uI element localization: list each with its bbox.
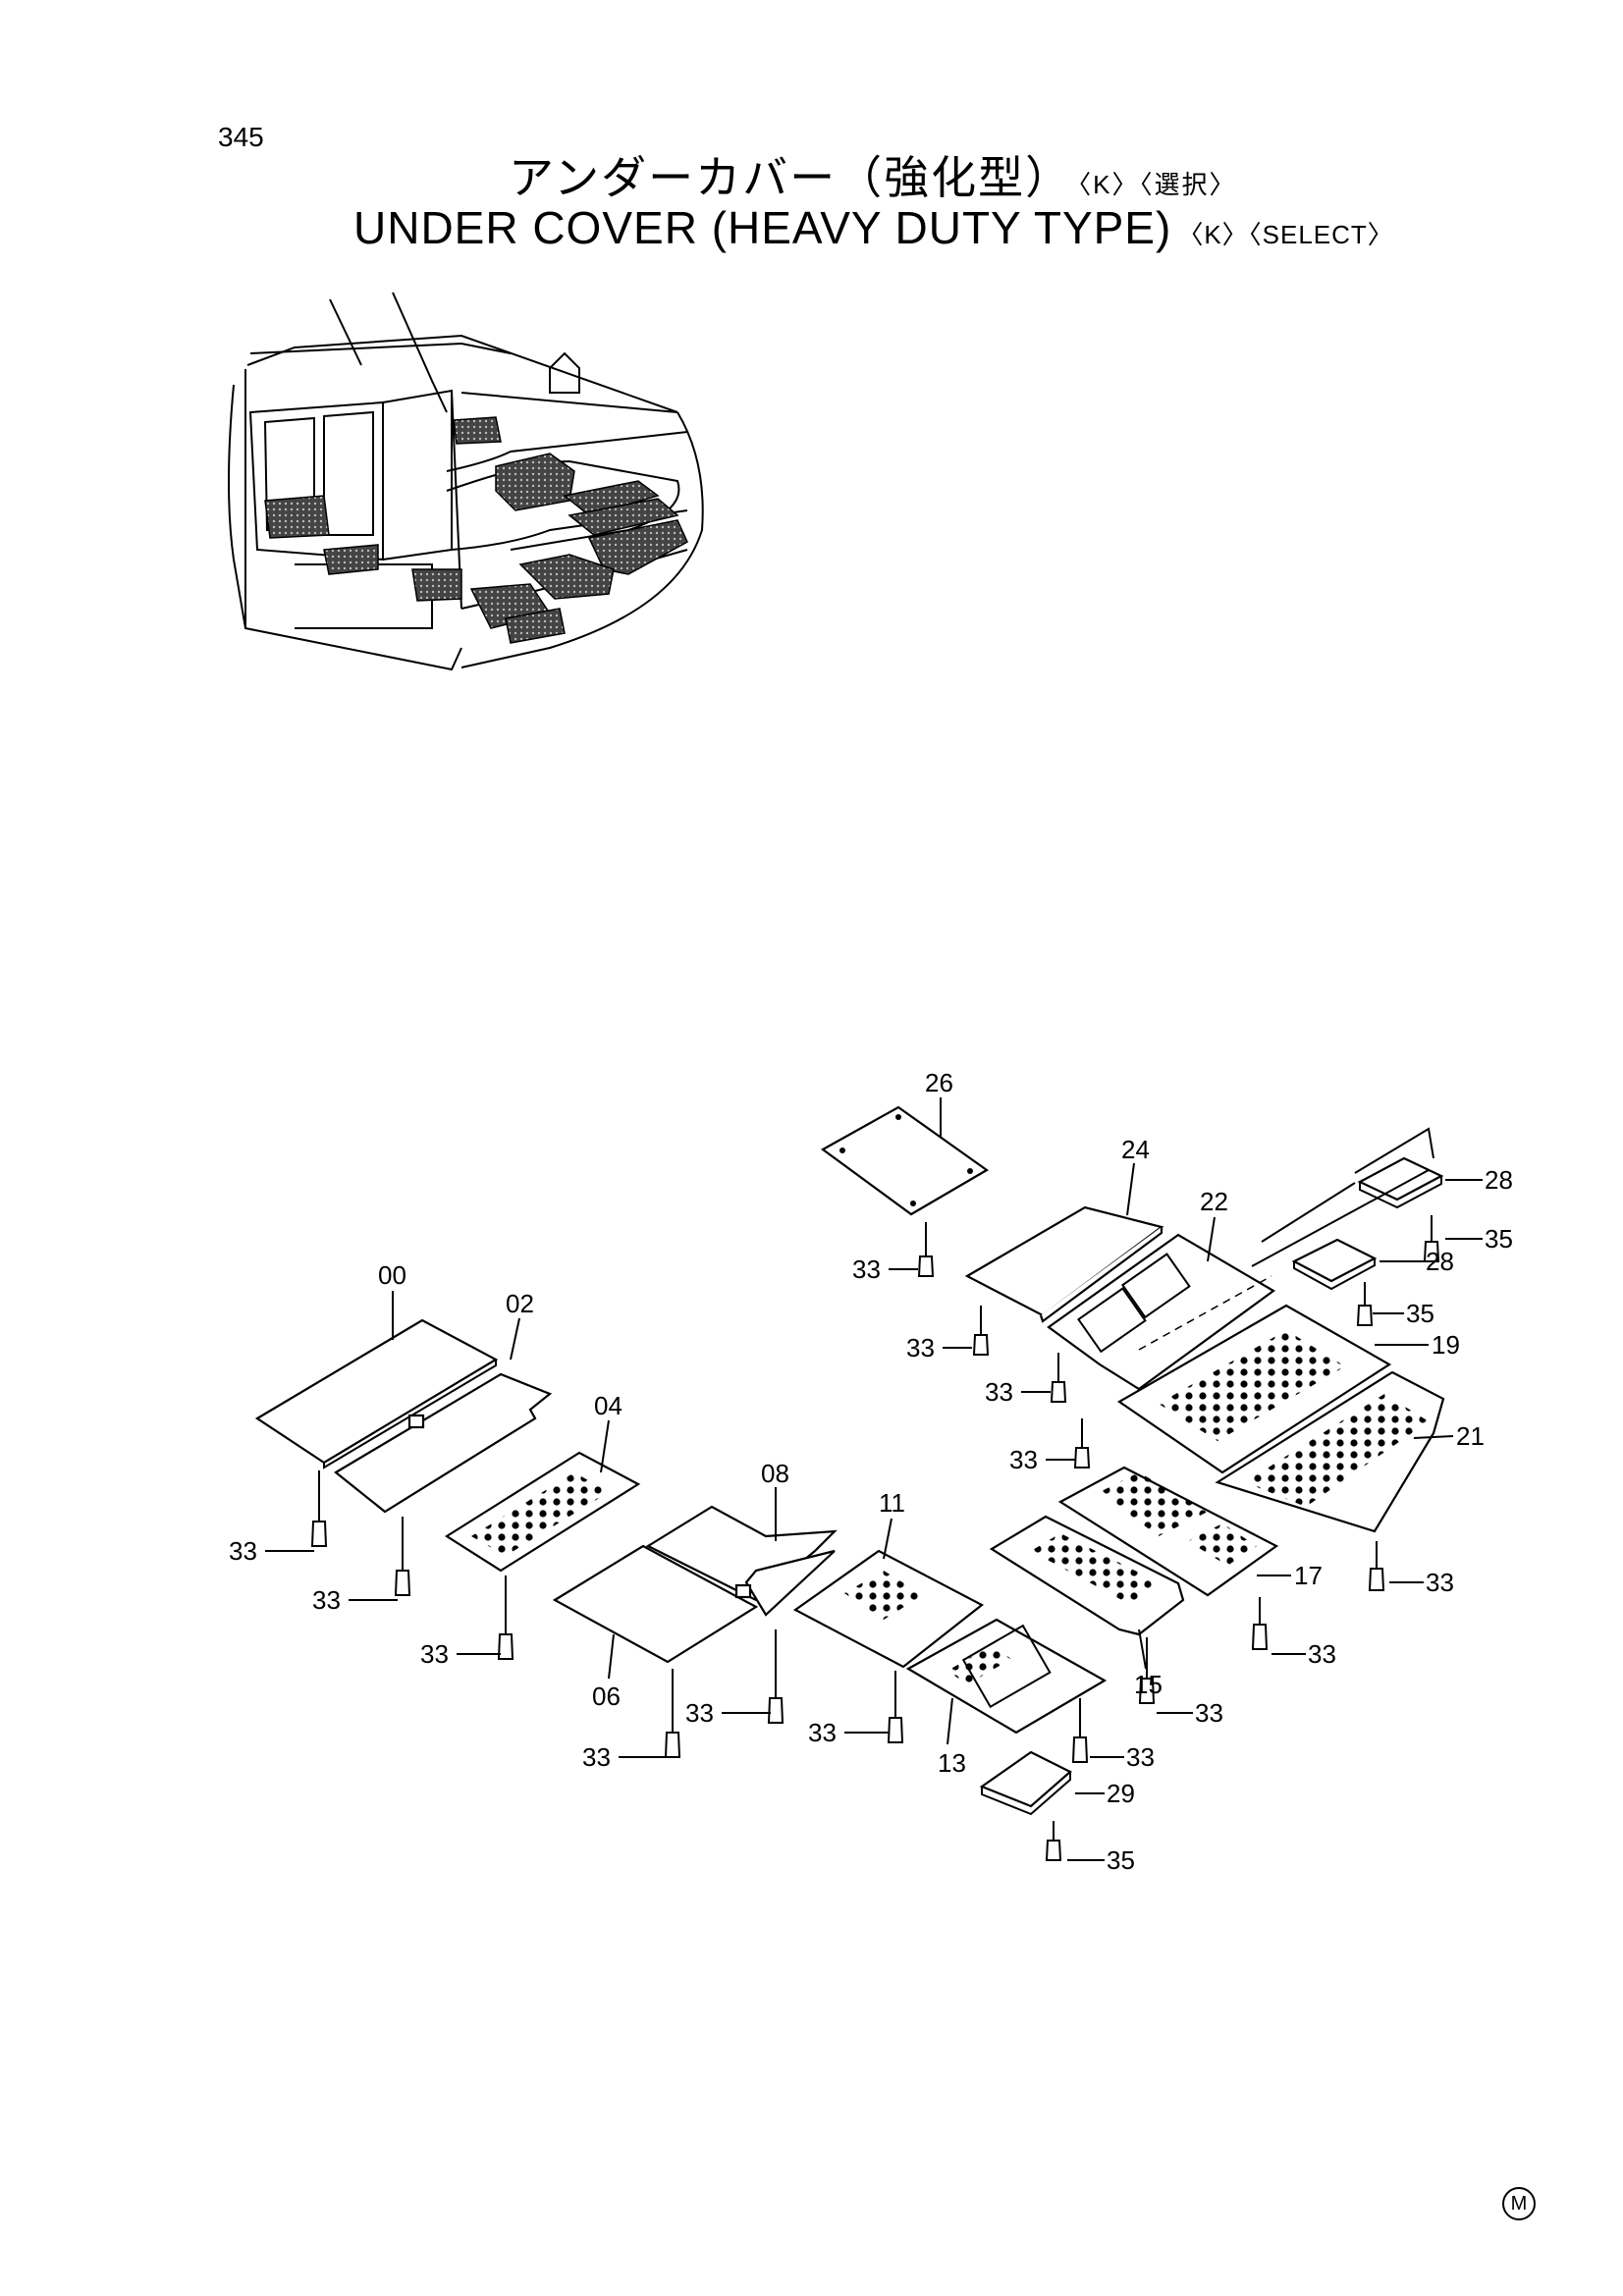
label-35-a: 35 (1485, 1224, 1513, 1254)
label-02: 02 (506, 1289, 534, 1318)
bolts (310, 1215, 1440, 1861)
title-english-tags: 〈K〉〈SELECT〉 (1177, 220, 1394, 249)
label-33-c: 33 (985, 1377, 1013, 1407)
bolt-icon (972, 1306, 990, 1356)
leader-22-28 (1251, 1169, 1430, 1267)
label-22: 22 (1200, 1187, 1228, 1216)
bolt-icon (394, 1517, 411, 1596)
label-33-k: 33 (420, 1639, 449, 1669)
part-02-cover (334, 1372, 553, 1514)
label-33-b: 33 (906, 1333, 935, 1362)
label-33-i: 33 (229, 1536, 257, 1566)
bolt-icon (1368, 1541, 1385, 1591)
label-06: 06 (592, 1682, 621, 1711)
title-english-text: UNDER COVER (HEAVY DUTY TYPE) (353, 202, 1172, 253)
label-11: 11 (879, 1488, 905, 1518)
leader-22-28b (1261, 1182, 1356, 1243)
bolt-icon (1073, 1418, 1091, 1468)
part-29-bracket (979, 1750, 1072, 1816)
label-19: 19 (1432, 1330, 1460, 1360)
label-00: 00 (378, 1260, 406, 1290)
label-13: 13 (938, 1748, 966, 1778)
label-21: 21 (1456, 1421, 1485, 1451)
part-21-perforated-cover (1215, 1370, 1445, 1533)
label-26: 26 (925, 1068, 953, 1097)
part-06-cover (552, 1544, 759, 1664)
label-33-m: 33 (685, 1698, 714, 1728)
label-04: 04 (594, 1391, 622, 1420)
bolt-icon (1356, 1282, 1374, 1326)
bolt-icon (887, 1671, 904, 1743)
label-33-l: 33 (582, 1742, 611, 1772)
part-08-cover (645, 1505, 838, 1617)
corner-mark: M (1502, 2187, 1536, 2220)
part-labels: 26 24 22 00 02 04 08 11 06 13 15 17 19 2… (229, 1068, 1513, 1875)
bolt-icon (1423, 1215, 1440, 1262)
page-number: 345 (218, 122, 264, 152)
part-24-cover (964, 1205, 1164, 1323)
label-33-e: 33 (1426, 1568, 1454, 1597)
page-title-english: UNDER COVER (HEAVY DUTY TYPE)〈K〉〈SELECT〉 (353, 201, 1394, 254)
part-04-perforated-cover (444, 1451, 641, 1573)
label-08: 08 (761, 1459, 789, 1488)
label-35-c: 35 (1107, 1845, 1135, 1875)
label-33-a: 33 (852, 1255, 881, 1284)
label-28-lower: 28 (1426, 1247, 1454, 1276)
title-japanese-text: アンダーカバー（強化型） (509, 152, 1073, 203)
bolt-icon (1138, 1637, 1156, 1704)
part-28-bracket-upper (1354, 1127, 1444, 1209)
label-33-n: 33 (808, 1718, 837, 1747)
bolt-icon (1071, 1698, 1089, 1763)
label-33-f: 33 (1308, 1639, 1336, 1669)
title-japanese-tags: 〈K〉〈選択〉 (1078, 170, 1237, 199)
bolt-icon (664, 1669, 681, 1758)
label-28-upper: 28 (1485, 1165, 1513, 1195)
bolt-icon (497, 1575, 514, 1660)
label-33-j: 33 (312, 1585, 341, 1615)
part-28-bracket-lower (1291, 1238, 1378, 1291)
part-13-cover (905, 1618, 1108, 1735)
excavator-locator-illustration (228, 292, 704, 671)
part-26-plate (820, 1105, 990, 1216)
leader-lines (265, 1097, 1483, 1861)
part-19-perforated-cover (1116, 1304, 1392, 1474)
part-11-cover (792, 1549, 985, 1669)
label-33-d: 33 (1009, 1445, 1038, 1474)
bolt-icon (1251, 1597, 1269, 1650)
label-35-b: 35 (1406, 1299, 1434, 1328)
bolt-icon (917, 1222, 935, 1277)
label-24: 24 (1121, 1135, 1150, 1164)
bolt-icon (767, 1629, 784, 1724)
label-29: 29 (1107, 1779, 1135, 1808)
bolt-icon (1045, 1821, 1062, 1861)
page-title-japanese: アンダーカバー（強化型）〈K〉〈選択〉 (509, 142, 1237, 207)
bolt-icon (1050, 1353, 1067, 1403)
label-33-g: 33 (1195, 1698, 1223, 1728)
part-17-perforated-cover (1057, 1466, 1279, 1597)
label-33-h: 33 (1126, 1742, 1155, 1772)
part-15-perforated-cover (989, 1515, 1185, 1636)
label-15: 15 (1134, 1670, 1163, 1699)
label-17: 17 (1294, 1561, 1323, 1590)
part-22-cover (1047, 1233, 1276, 1391)
bolt-icon (310, 1470, 328, 1547)
